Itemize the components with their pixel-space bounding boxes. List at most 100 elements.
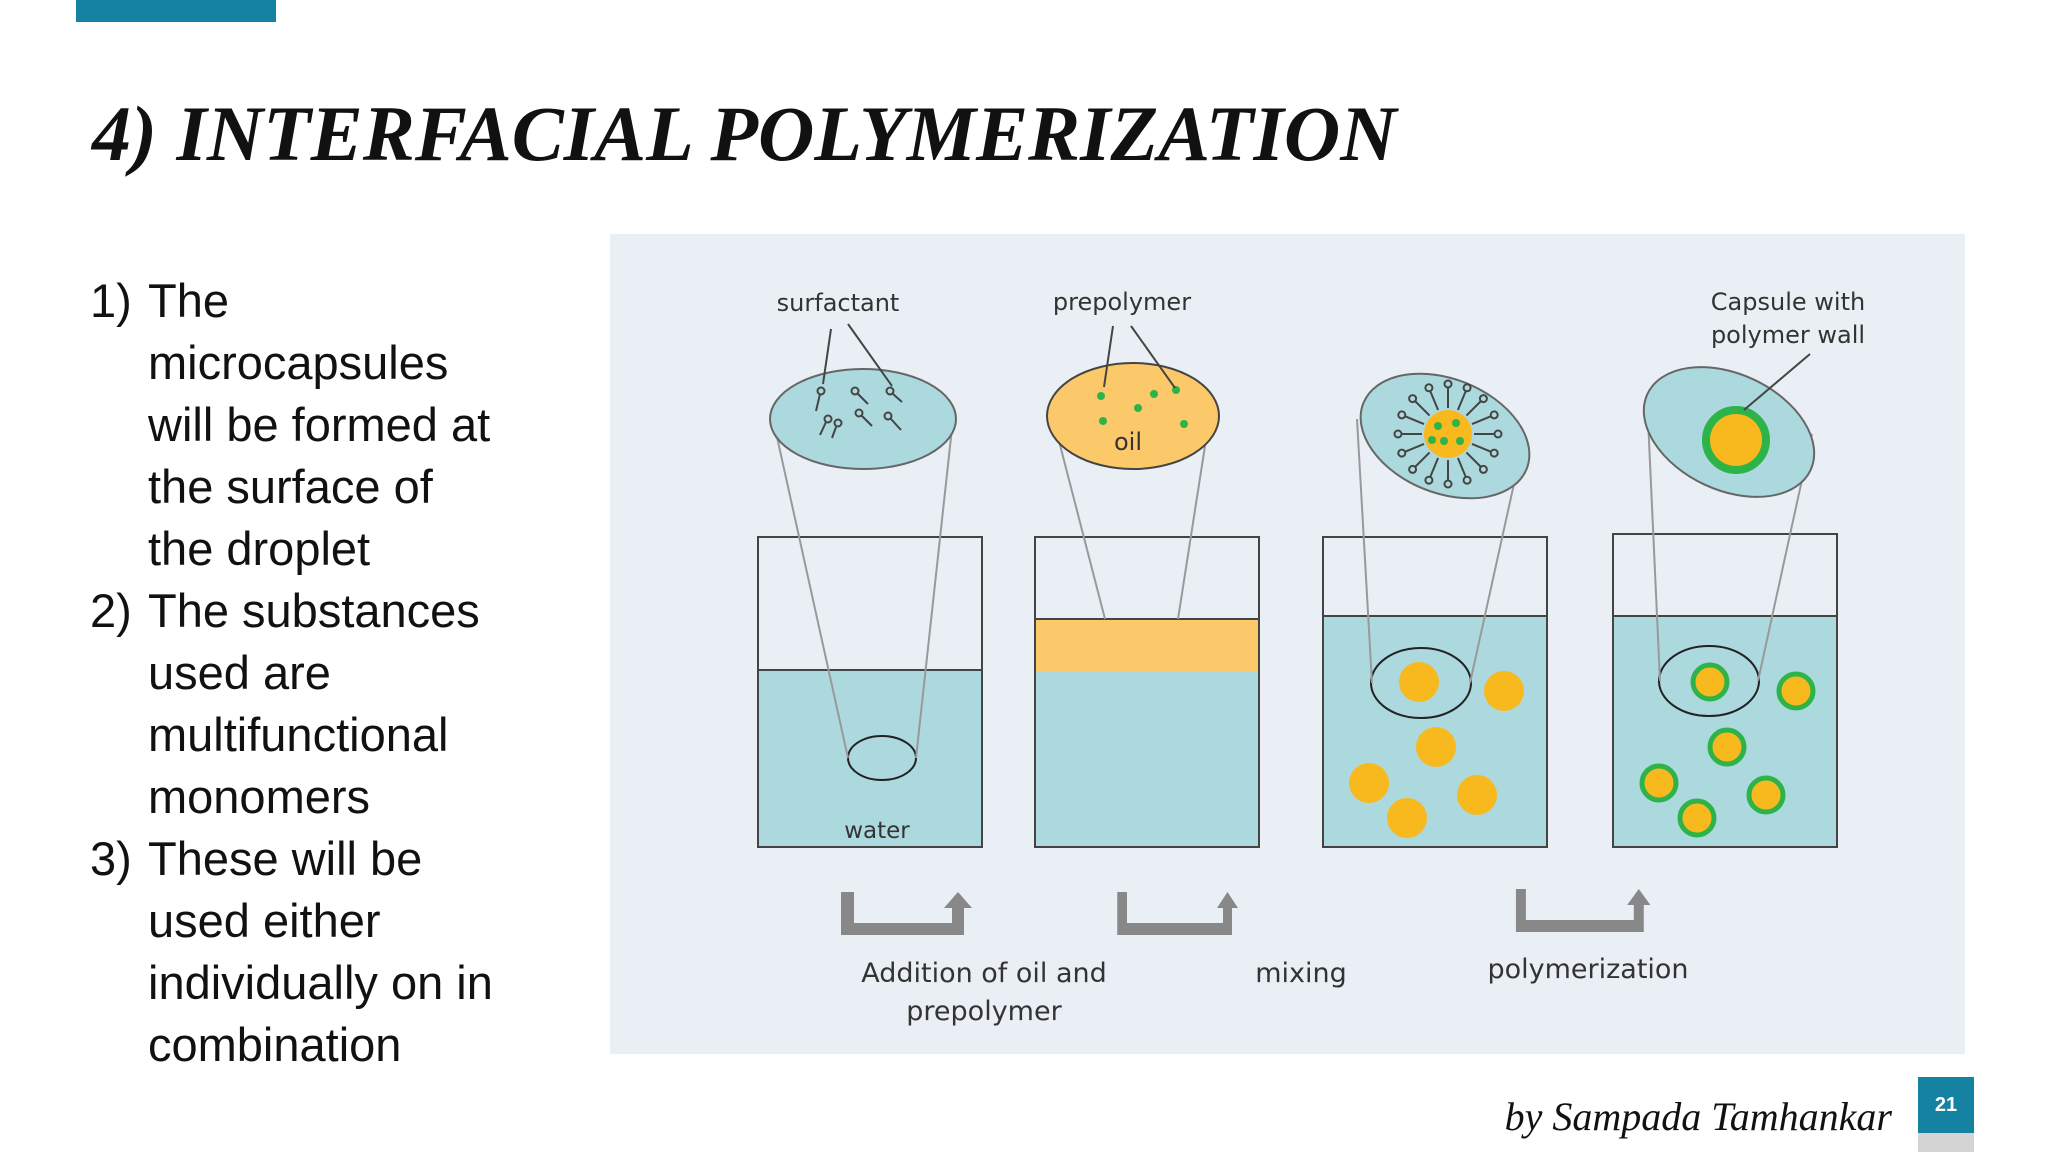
bullet-item-3: 3) These will be used either individuall… <box>90 828 560 1076</box>
stage-oil-layer: oil <box>1034 325 1260 848</box>
oil-droplet <box>1349 763 1389 803</box>
polymer-capsule <box>1776 671 1816 711</box>
surfactant-molecule <box>850 386 860 396</box>
prepolymer-dot <box>1434 422 1442 430</box>
bullet-number: 1) <box>90 274 132 327</box>
label-prepolymer: prepolymer <box>1053 288 1191 316</box>
prepolymer-dot <box>1440 437 1448 445</box>
label-capsule-line2: polymer wall <box>1711 321 1865 349</box>
pointer-line <box>1103 325 1114 388</box>
beaker-outline <box>1322 536 1548 848</box>
surfactant-tail <box>1429 391 1440 411</box>
stage-water-surfactant: water <box>757 323 983 848</box>
polymer-capsule <box>1677 798 1717 838</box>
bullet-item-1: 1) The microcapsules will be formed at t… <box>90 270 560 580</box>
zoom-line <box>772 418 849 759</box>
label-water: water <box>844 818 910 844</box>
bullet-line: multifunctional <box>148 708 449 761</box>
surfactant-head <box>1424 475 1434 485</box>
surfactant-head <box>1408 394 1418 404</box>
prepolymer-dot <box>1134 404 1142 412</box>
micelle-core <box>1424 410 1472 458</box>
bullet-line: monomers <box>148 770 371 823</box>
oil-droplet <box>1457 775 1497 815</box>
surfactant-molecule <box>854 408 864 418</box>
surfactant-tail <box>1465 400 1482 417</box>
step-label-polymerization: polymerization <box>1487 954 1688 985</box>
process-diagram-svg: surfactant prepolymer Capsule with polym… <box>757 288 1865 1027</box>
page-number-badge: 21 <box>1918 1077 1974 1133</box>
surfactant-head <box>1424 383 1434 393</box>
oil-droplets <box>1349 662 1524 838</box>
bullet-line: The substances <box>148 584 480 637</box>
surfactant-head <box>1443 479 1453 489</box>
capsule-polymer-wall <box>1702 406 1770 474</box>
polymer-capsule <box>1707 727 1747 767</box>
pointer-line <box>1130 325 1176 389</box>
polymer-capsules <box>1639 662 1816 838</box>
surfactant-zoom-bubble <box>769 368 957 470</box>
surfactant-molecule <box>883 411 893 421</box>
bullet-line: individually on in <box>148 956 493 1009</box>
surfactant-tail <box>1414 451 1431 468</box>
prepolymer-dots <box>1097 386 1188 428</box>
surfactant-shell <box>1393 379 1503 489</box>
bullet-line: used are <box>148 646 331 699</box>
step-label-mixing: mixing <box>1255 958 1347 989</box>
step-arrow-mixing <box>1117 892 1238 935</box>
surfactant-tail <box>1429 457 1440 477</box>
stage-mixing <box>1322 372 1548 848</box>
oil-droplet <box>1416 727 1456 767</box>
surfactant-head <box>1397 410 1407 420</box>
prepolymer-dot <box>1180 420 1188 428</box>
bullet-line: will be formed at <box>148 398 491 451</box>
oil-droplet <box>1387 798 1427 838</box>
surfactant-head <box>1393 429 1403 439</box>
surfactant-tail <box>1405 442 1425 453</box>
bullet-list: 1) The microcapsules will be formed at t… <box>90 270 560 1076</box>
water-fill <box>758 670 982 847</box>
surfactant-molecule <box>833 418 843 428</box>
beaker-outline <box>757 536 983 848</box>
zoom-line <box>915 418 954 759</box>
prepolymer-dot <box>1150 390 1158 398</box>
surfactant-head <box>1462 475 1472 485</box>
surfactant-tail <box>1405 415 1425 426</box>
bullet-line: the surface of <box>148 460 433 513</box>
surfactant-head <box>1462 383 1472 393</box>
bullet-line: combination <box>148 1018 402 1071</box>
pointer-line <box>822 328 832 385</box>
bullet-number: 3) <box>90 832 132 885</box>
surfactant-head <box>1443 379 1453 389</box>
prepolymer-dot <box>1099 417 1107 425</box>
bullet-line: used either <box>148 894 381 947</box>
top-accent-bar <box>76 0 276 22</box>
surfactant-molecules <box>815 386 903 439</box>
bullet-line: These will be <box>148 832 423 885</box>
surfactant-tail <box>1456 391 1467 411</box>
oil-droplet <box>1484 671 1524 711</box>
step-label-addition-line2: prepolymer <box>906 996 1062 1027</box>
surfactant-head <box>1408 464 1418 474</box>
bullet-text: The substances used are multifunctional … <box>148 580 560 828</box>
prepolymer-dot <box>1172 386 1180 394</box>
beaker-outline <box>1612 533 1838 848</box>
surfactant-molecule <box>816 386 826 396</box>
beaker-outline <box>1034 536 1260 848</box>
zoom-line <box>1356 418 1373 684</box>
page-number-badge-shadow <box>1918 1133 1974 1152</box>
label-oil: oil <box>1114 428 1142 456</box>
micelle-prepolymer-dots <box>1428 419 1464 445</box>
step-arrows <box>841 889 1651 935</box>
surfactant-head <box>1478 464 1488 474</box>
pointer-line <box>1743 353 1811 411</box>
water-fill <box>1035 671 1259 847</box>
polymer-capsule <box>1639 763 1679 803</box>
slide-title: 4) INTERFACIAL POLYMERIZATION <box>92 90 1397 177</box>
surfactant-molecule <box>823 414 833 424</box>
label-surfactant: surfactant <box>777 289 900 317</box>
stage-polymerization <box>1612 353 1838 848</box>
zoom-line <box>1177 413 1211 620</box>
process-diagram: surfactant prepolymer Capsule with polym… <box>610 234 1965 1054</box>
